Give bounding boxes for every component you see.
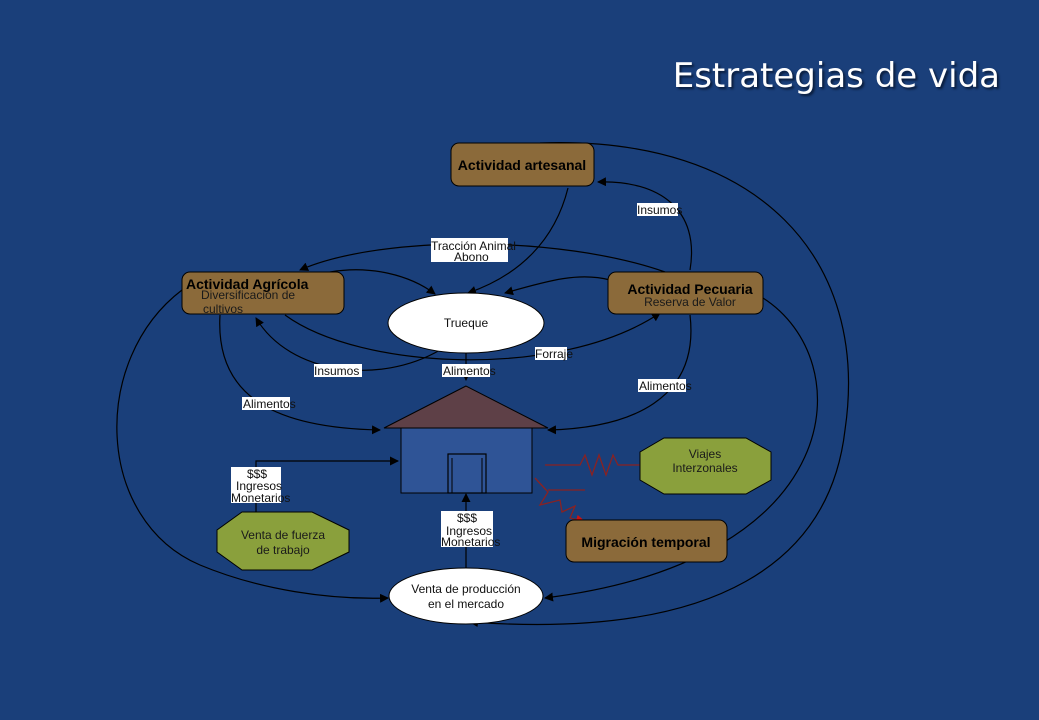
svg-text:Alimentos: Alimentos <box>243 397 296 411</box>
artesanal-title: Actividad artesanal <box>458 157 586 173</box>
edge-agricola-to-trueque <box>329 269 436 295</box>
label-forraje: Forraje <box>535 347 573 361</box>
node-trueque[interactable]: Trueque <box>387 292 545 354</box>
edge-artesanal-to-trueque <box>467 187 569 295</box>
svg-text:Monetarios: Monetarios <box>231 491 290 505</box>
svg-text:Insumos: Insumos <box>637 203 682 217</box>
svg-text:Ingresos: Ingresos <box>236 479 282 493</box>
label-insumos-left: Insumos <box>314 364 362 378</box>
node-actividad-pecuaria[interactable]: Actividad Pecuaria Reserva de Valor <box>607 271 764 315</box>
arrow-to-viajes <box>545 453 651 477</box>
produccion-line1: Venta de producción <box>411 582 520 596</box>
label-alimentos-right: Alimentos <box>638 379 692 393</box>
viajes-line1: Viajes <box>689 447 721 461</box>
label-ingresos-center: $$$ Ingresos Monetarios <box>441 511 500 549</box>
edge-agricola-to-market <box>116 289 389 603</box>
svg-text:Monetarios: Monetarios <box>441 535 500 549</box>
arrow-to-migracion <box>534 477 586 525</box>
svg-text:Insumos: Insumos <box>314 364 359 378</box>
label-ingresos-left: $$$ Ingresos Monetarios <box>231 467 290 505</box>
svg-text:Abono: Abono <box>454 250 489 264</box>
trueque-label: Trueque <box>444 316 489 330</box>
slide-title: Estrategias de vida <box>672 56 1000 96</box>
edge-pecuaria-to-house <box>547 314 692 435</box>
agricola-subtitle-1: Diversificación de <box>201 288 295 302</box>
label-traccion-abono: Tracción Animal Abono <box>431 238 516 264</box>
edge-pecuaria-to-artesanal <box>597 177 692 271</box>
agricola-title: Actividad Agrícola <box>186 276 309 292</box>
node-venta-fuerza-trabajo[interactable]: Venta de fuerza de trabajo <box>216 511 350 571</box>
fuerza-line2: de trabajo <box>256 543 310 557</box>
svg-text:Alimentos: Alimentos <box>443 364 496 378</box>
label-insumos-top: Insumos <box>637 203 682 217</box>
edge-artesanal-to-market <box>469 142 850 628</box>
edge-pecuaria-to-trueque <box>504 276 611 296</box>
edge-pecuaria-to-market <box>544 297 818 602</box>
svg-text:$$$: $$$ <box>457 511 477 525</box>
svg-text:Alimentos: Alimentos <box>639 379 692 393</box>
produccion-line2: en el mercado <box>428 597 504 611</box>
fuerza-line1: Venta de fuerza <box>241 528 325 542</box>
svg-text:Forraje: Forraje <box>535 347 573 361</box>
label-alimentos-center: Alimentos <box>442 364 496 378</box>
agricola-subtitle-2: cultivos <box>203 302 243 316</box>
pecuaria-title: Actividad Pecuaria <box>627 281 752 297</box>
node-migracion-temporal[interactable]: Migración temporal <box>565 519 728 563</box>
svg-text:$$$: $$$ <box>247 467 267 481</box>
node-actividad-artesanal[interactable]: Actividad artesanal <box>450 142 595 187</box>
edge-agricola-to-pecuaria <box>284 312 661 361</box>
pecuaria-subtitle: Reserva de Valor <box>644 295 736 309</box>
migracion-title: Migración temporal <box>581 534 710 550</box>
house-icon <box>383 385 549 494</box>
svg-text:Ingresos: Ingresos <box>446 524 492 538</box>
node-actividad-agricola[interactable]: Actividad Agrícola Diversificación de cu… <box>181 271 345 316</box>
viajes-line2: Interzonales <box>672 461 737 475</box>
node-venta-produccion[interactable]: Venta de producción en el mercado <box>388 567 544 625</box>
svg-text:Tracción Animal: Tracción Animal <box>431 239 516 253</box>
node-viajes-interzonales[interactable]: Viajes Interzonales <box>639 437 772 495</box>
label-alimentos-left: Alimentos <box>242 397 296 411</box>
